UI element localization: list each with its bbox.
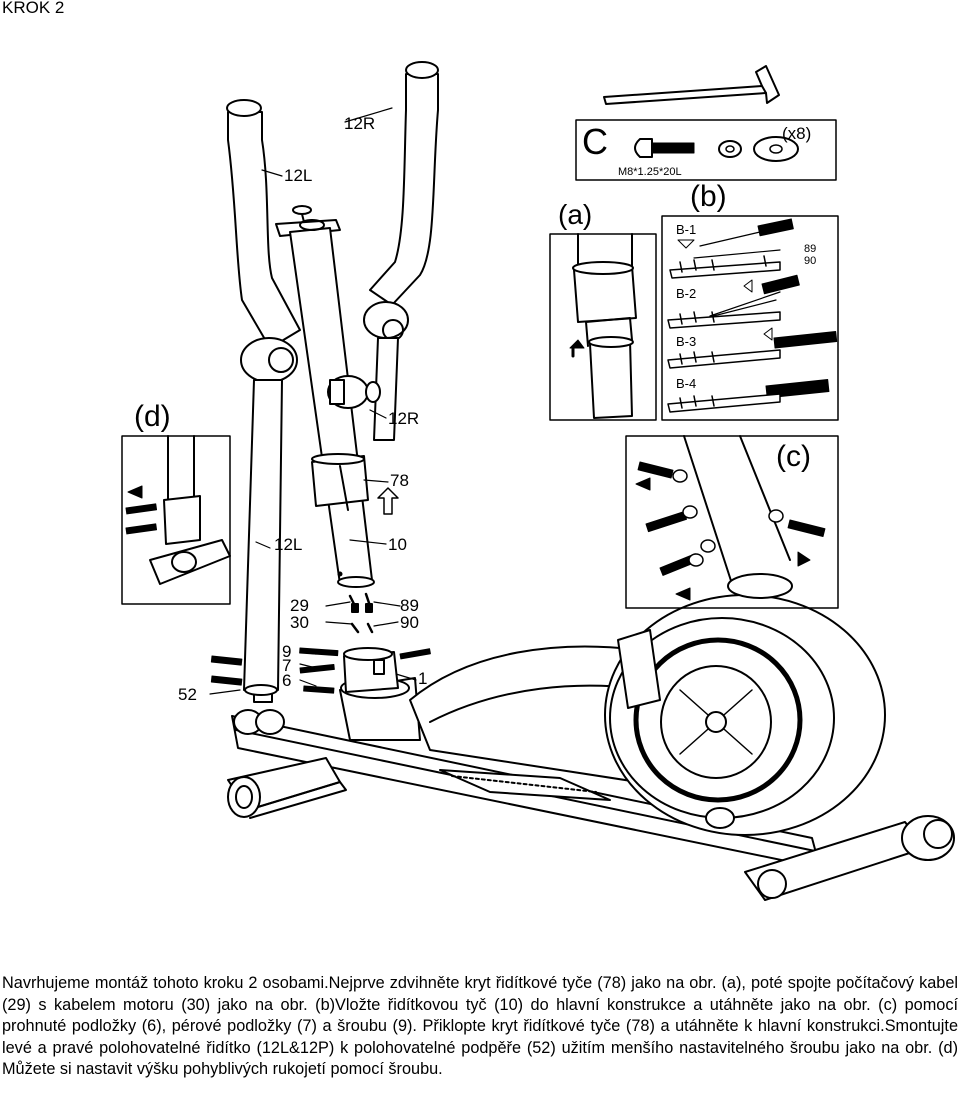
label-30: 30 — [290, 613, 309, 632]
label-12R-mid: 12R — [388, 409, 419, 428]
label-29: 29 — [290, 596, 309, 615]
label-90: 90 — [400, 613, 419, 632]
label-12L-top: 12L — [284, 166, 312, 185]
label-52: 52 — [178, 685, 197, 704]
inset-c-label: (c) — [776, 440, 811, 473]
hardware-quantity: (x8) — [782, 124, 811, 143]
inset-b-step-1: B-1 — [676, 222, 696, 237]
handlebar-column-10 — [275, 205, 399, 588]
label-9: 9 — [282, 642, 291, 661]
bolt-icons — [210, 647, 431, 694]
label-7: 7 — [282, 656, 291, 675]
inset-a-label: (a) — [558, 199, 592, 230]
assembly-diagram: C (x8) M8*1.25*20L — [121, 61, 955, 901]
step-title: KROK 2 — [2, 0, 65, 17]
label-1: 1 — [418, 669, 427, 688]
leader-lines — [209, 107, 417, 695]
inset-b-label: (b) — [690, 180, 727, 213]
handlebar-12L — [226, 99, 301, 696]
inset-b-step-4: B-4 — [676, 376, 696, 391]
cable-connectors — [348, 592, 374, 634]
inset-d-label: (d) — [134, 400, 171, 433]
instructions: Navrhujeme montáž tohoto kroku 2 osobami… — [2, 973, 958, 1081]
label-89: 89 — [400, 596, 419, 615]
allen-key — [603, 65, 780, 105]
inset-c: (c) — [625, 435, 839, 609]
instructions-text: Navrhujeme montáž tohoto kroku 2 osobami… — [2, 974, 958, 1079]
hardware-box: C (x8) M8*1.25*20L — [575, 119, 837, 181]
label-10: 10 — [388, 535, 407, 554]
label-12R-top: 12R — [344, 114, 375, 133]
label-6: 6 — [282, 671, 291, 690]
inset-b-wire-89: 89 — [804, 243, 816, 255]
inset-a: (a) — [549, 199, 657, 421]
machine-frame — [227, 594, 955, 901]
inset-b: (b) B-1 B-2 B-3 B-4 89 90 — [661, 180, 839, 421]
bolt-icon — [634, 138, 695, 158]
label-12L-low: 12L — [274, 535, 302, 554]
hardware-letter: C — [582, 121, 608, 162]
inset-b-step-2: B-2 — [676, 286, 696, 301]
part-labels: 12R 12L 12R 78 10 12L 29 30 89 90 9 7 6 … — [178, 114, 427, 704]
inset-b-wire-90: 90 — [804, 255, 816, 267]
inset-d: (d) — [121, 400, 231, 605]
lower-post-sleeve — [343, 647, 399, 693]
label-78: 78 — [390, 471, 409, 490]
washer-icons — [718, 136, 799, 162]
inset-b-step-3: B-3 — [676, 334, 696, 349]
bolt-spec: M8*1.25*20L — [618, 166, 682, 178]
